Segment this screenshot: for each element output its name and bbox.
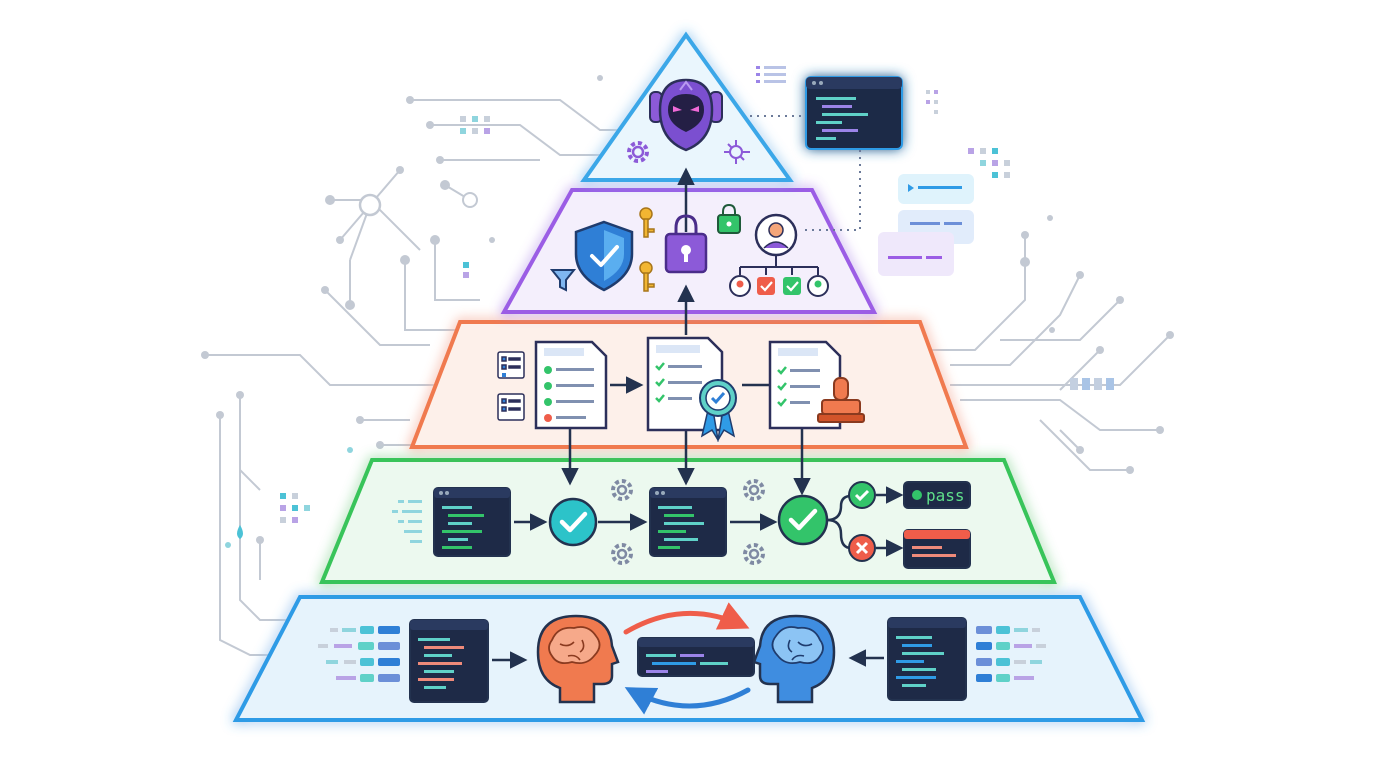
- gear-icon: [627, 141, 649, 163]
- token-stream-right: [976, 626, 1046, 682]
- pixel-dots-decoration: [225, 75, 1114, 548]
- shield-check-icon: [574, 220, 634, 292]
- chat-bubble-icon: [878, 174, 974, 276]
- key-icon: [639, 207, 655, 292]
- code-window-icon: [409, 619, 489, 703]
- flow-arrows-vertical: [561, 167, 811, 496]
- network-hub-left: [358, 192, 478, 217]
- circuit-nodes-right: [1020, 215, 1174, 474]
- filter-icon: [549, 269, 577, 292]
- pass-label: pass: [926, 486, 965, 505]
- exchange-arrows-icon: [623, 602, 751, 715]
- brain-head-icon: [752, 614, 836, 704]
- circuit-lines-right: [930, 235, 1171, 471]
- gear-icon: [611, 479, 765, 565]
- check-circle-icon: [777, 494, 829, 546]
- code-window-icon: [637, 637, 755, 677]
- pass-fail-branch-icon: [826, 481, 904, 562]
- robot-agent-icon: [649, 78, 723, 152]
- circuit-nodes-left: [201, 96, 450, 544]
- brain-head-icon: [536, 614, 620, 704]
- small-padlock-icon: [717, 203, 741, 234]
- checklist-icon: [497, 351, 525, 421]
- user-hierarchy-icon: [729, 213, 829, 297]
- token-stream-left: [318, 626, 400, 682]
- list-lines-icon: [756, 66, 786, 83]
- pass-badge: pass: [903, 481, 971, 509]
- code-window-icon: [887, 617, 967, 701]
- stamped-document-icon: [768, 340, 865, 430]
- dotted-connector: [750, 115, 861, 231]
- code-input-dots: [392, 500, 422, 543]
- check-circle-icon: [548, 497, 598, 547]
- code-window-icon: [433, 487, 511, 557]
- code-window-icon: [805, 76, 903, 150]
- certified-document-icon: [646, 336, 737, 443]
- padlock-icon: [664, 214, 708, 274]
- code-window-icon: [649, 487, 727, 557]
- fail-code-window-icon: [903, 529, 971, 569]
- network-node-icon: [724, 140, 750, 164]
- document-icon: [534, 340, 608, 430]
